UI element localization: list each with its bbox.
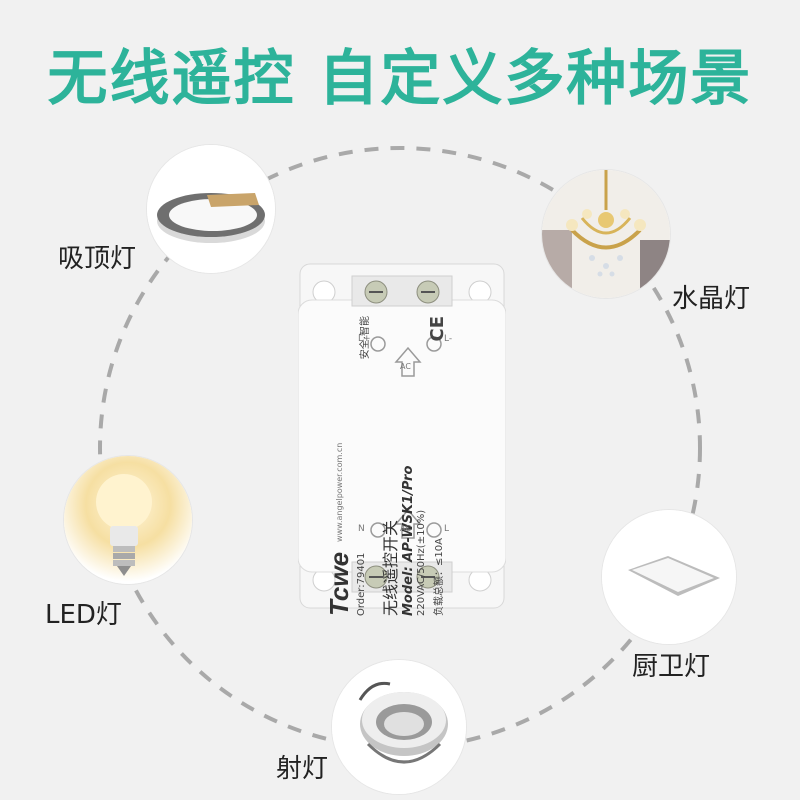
- crystal-light-image: [542, 170, 670, 298]
- chandelier-icon: [542, 170, 670, 298]
- ceiling-light-icon: [147, 145, 275, 273]
- led-bulb-icon: [64, 456, 192, 584]
- device-label-block: Tcwe www.angelpower.com.cn Order:79401 安…: [322, 316, 472, 616]
- spot-light-icon: [332, 660, 466, 794]
- label-spot-light: 射灯: [276, 754, 329, 784]
- label-crystal-light: 水晶灯: [672, 284, 751, 314]
- terminal-bottom-right: L: [444, 524, 450, 534]
- terminal-top-left: L+: [358, 334, 371, 344]
- brand-logo: Tcwe: [323, 551, 354, 616]
- arrow-label-bottom: AC: [400, 524, 411, 533]
- terminal-top-right: L-: [444, 334, 453, 344]
- device-website: www.angelpower.com.cn: [334, 442, 344, 542]
- terminal-bottom-left: N: [358, 524, 365, 534]
- terminal-screws: [351, 275, 453, 593]
- switch-body: [298, 263, 506, 609]
- label-led-light: LED灯: [45, 600, 122, 630]
- label-ceiling-light: 吸顶灯: [58, 244, 137, 274]
- device-order: Order:79401: [356, 552, 367, 616]
- led-light-image: [64, 456, 192, 584]
- arrow-label-top: AC: [400, 362, 411, 371]
- switch-device: Tcwe www.angelpower.com.cn Order:79401 安…: [298, 262, 506, 616]
- label-panel-light: 厨卫灯: [632, 652, 711, 682]
- device-model: Model: AP-WSK1/Pro: [401, 465, 416, 616]
- spot-light-image: [332, 660, 466, 794]
- device-rating: 220VAC/50Hz(±10%): [416, 509, 427, 616]
- panel-light-icon: [602, 510, 736, 644]
- device-product-name: 无线遥控开关: [381, 519, 400, 616]
- ceiling-light-image: [147, 145, 275, 273]
- panel-light-image: [602, 510, 736, 644]
- headline: 无线遥控 自定义多种场景: [47, 44, 753, 114]
- device-load: 负载总额：≤10A: [434, 538, 445, 616]
